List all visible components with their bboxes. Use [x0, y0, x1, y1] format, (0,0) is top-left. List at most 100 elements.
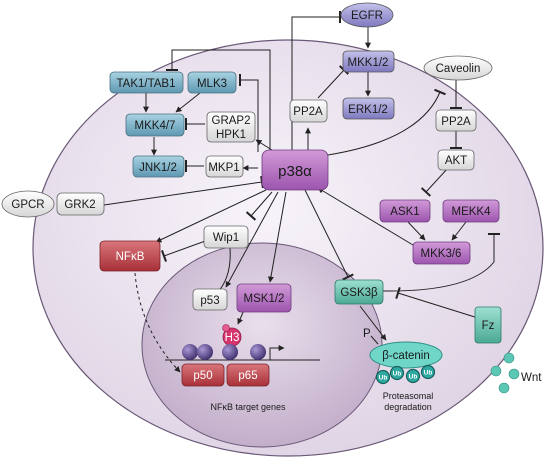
node-wip1: Wip1	[203, 225, 249, 249]
edge-ask1-mkk36	[407, 221, 426, 241]
node-pp2a-top-label: PP2A	[293, 106, 323, 118]
node-akt: AKT	[437, 149, 475, 171]
svg-text:Ub: Ub	[393, 371, 402, 378]
node-mlk3-label: MLK3	[197, 78, 227, 90]
node-pp2a-right: PP2A	[435, 109, 477, 132]
ub-4: Ub	[420, 364, 436, 380]
node-pp2a-right-label: PP2A	[441, 116, 471, 128]
node-ask1: ASK1	[379, 199, 431, 223]
node-p50-label: p50	[193, 370, 212, 382]
node-h3: H3	[222, 324, 242, 347]
node-wip1-label: Wip1	[213, 232, 239, 244]
edge-p38-msk12	[267, 191, 287, 283]
node-p53: p53	[192, 288, 228, 311]
edge-p38-nfkb	[155, 189, 267, 243]
nucleosome-1	[182, 344, 198, 360]
node-egfr-label: EGFR	[351, 10, 383, 22]
transcription-start-arrow	[269, 345, 285, 360]
node-fz: Fz	[474, 306, 502, 344]
caption-proteasomal-2: degradation	[384, 402, 432, 412]
node-mkk12-label: MKK1/2	[348, 57, 389, 69]
node-p53-label: p53	[200, 295, 219, 307]
node-pp2a-top: PP2A	[289, 99, 328, 123]
edge-mlk3-mkk47	[175, 92, 201, 113]
node-grk2: GRK2	[56, 192, 105, 216]
node-p38-label: p38α	[278, 163, 312, 180]
svg-text:Ub: Ub	[409, 374, 418, 381]
node-mkp1-label: MKP1	[208, 162, 239, 174]
edge-gsk3b-bcatenin	[359, 305, 387, 341]
node-mkk47: MKK4/7	[125, 113, 185, 137]
edge-p38-p53	[225, 191, 279, 288]
node-nfkb-label: NFκB	[116, 251, 145, 263]
edge-grk2-inhibits-p38	[103, 175, 264, 206]
node-mkk36-label: MKK3/6	[421, 248, 462, 260]
node-beta-catenin: β-catenin	[369, 341, 443, 369]
edge-nfkb-p50-dashed	[134, 272, 181, 373]
node-p65-label: p65	[238, 370, 257, 382]
node-msk12-label: MSK1/2	[244, 293, 285, 305]
edge-akt-inhibits-ask1	[420, 167, 449, 197]
node-grap2-label: GRAP2	[212, 115, 251, 127]
edge-p38-inhibits-mlk3	[239, 74, 259, 152]
svg-text:Ub: Ub	[379, 375, 388, 382]
node-jnk12-label: JNK1/2	[139, 162, 177, 174]
node-tak1-tab1: TAK1/TAB1	[109, 71, 184, 94]
phospho-label: P	[363, 328, 371, 340]
caption-proteasomal-1: Proteasomal	[383, 391, 434, 401]
edges	[103, 11, 500, 373]
nucleosomes	[182, 344, 266, 360]
svg-text:Ub: Ub	[424, 370, 433, 377]
edge-wip1-inhibits-nfkb	[161, 239, 209, 262]
node-gsk3b: GSK3β	[334, 279, 384, 305]
node-nfkb: NFκB	[99, 240, 161, 272]
node-jnk12: JNK1/2	[132, 155, 185, 178]
node-mkp1: MKP1	[205, 155, 244, 178]
node-caveolin-label: Caveolin	[436, 63, 481, 75]
node-fz-label: Fz	[482, 320, 495, 332]
caption-target-genes: NFκB target genes	[210, 402, 286, 412]
node-h3-label: H3	[225, 332, 240, 344]
node-bcatenin-label: β-catenin	[382, 350, 430, 362]
nucleosome-3	[222, 344, 238, 360]
node-mlk3: MLK3	[187, 71, 237, 94]
edge-mekk4-mkk36	[451, 221, 467, 241]
node-p38alpha: p38α	[261, 149, 329, 191]
node-gpcr-label: GPCR	[11, 199, 44, 211]
ub-2: Ub	[389, 365, 405, 381]
node-p65: p65	[226, 363, 270, 387]
node-gsk3b-label: GSK3β	[340, 287, 378, 299]
nucleosome-4	[250, 344, 266, 360]
node-mkk36: MKK3/6	[412, 241, 471, 265]
edge-p38-inhibits-wip1	[245, 191, 273, 221]
edge-p38-inhibits-gsk3b	[304, 189, 354, 281]
node-mekk4-label: MEKK4	[452, 206, 492, 218]
edge-mkk36-p38	[317, 187, 419, 249]
node-wnt-label: Wnt	[521, 372, 542, 384]
edge-fz-inhibits-gsk3b	[395, 286, 479, 319]
node-msk12: MSK1/2	[236, 283, 292, 313]
edge-p38-inhibits-caveolin	[327, 88, 446, 156]
node-p50: p50	[181, 363, 225, 387]
nucleosome-2	[197, 344, 213, 360]
node-erk12: ERK1/2	[342, 97, 395, 120]
node-grap2-hpk1: GRAP2 HPK1	[206, 111, 256, 143]
edge-gsk3b-inhibits-mekk4	[382, 233, 500, 292]
node-tak1-label: TAK1/TAB1	[116, 78, 175, 90]
phospho-bond	[370, 335, 379, 345]
ub-1: Ub	[375, 369, 391, 385]
edge-p38-grap2	[255, 139, 273, 151]
node-gpcr: GPCR	[1, 190, 55, 218]
wnt-ligands	[490, 352, 520, 394]
node-mkk47-label: MKK4/7	[135, 120, 176, 132]
node-mekk4: MEKK4	[442, 199, 500, 223]
ubiquitin-chain: Ub Ub Ub Ub	[375, 364, 436, 385]
node-caveolin: Caveolin	[423, 55, 493, 81]
edge-p38-inhibits-tak1	[166, 49, 271, 150]
node-akt-label: AKT	[445, 155, 467, 167]
node-grk2-label: GRK2	[64, 199, 95, 211]
node-ask1-label: ASK1	[390, 206, 419, 218]
node-hpk1-label: HPK1	[216, 129, 246, 141]
